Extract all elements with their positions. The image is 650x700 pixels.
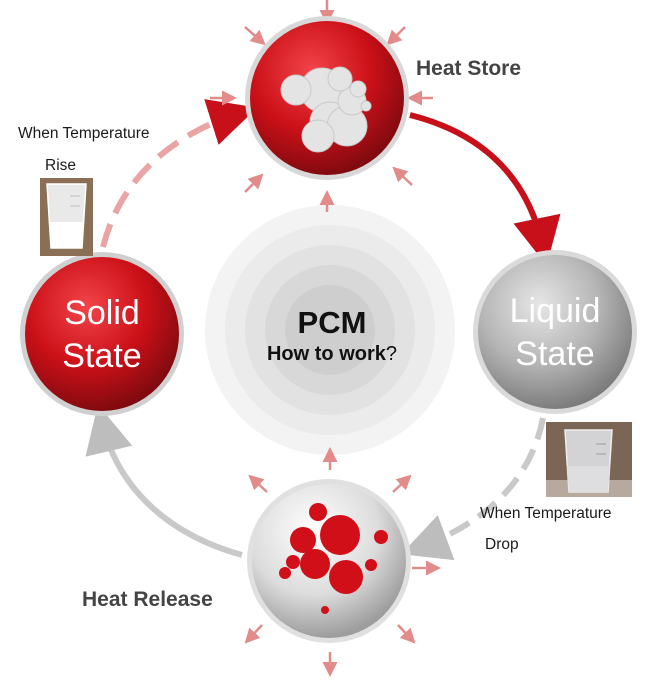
center-rings [205,205,455,455]
center-subtitle-tail: ? [385,343,397,365]
heat-release-sphere [247,479,411,643]
heat-in-arrows [210,0,433,212]
arrow-store-to-liquid [409,112,561,266]
heat-store-sphere [245,16,409,180]
beaker-liquid-icon [546,422,632,497]
arrow-release-to-solid [85,404,243,558]
center-subtitle: How to work? [232,343,432,366]
solid-state-line1: Solid [64,294,140,332]
heat-release-label: Heat Release [82,588,213,611]
center-subtitle-bold: How to work [266,343,386,365]
liquid-state-sphere [473,250,637,414]
arrow-liquid-to-release [401,417,546,561]
heat-out-arrows [244,447,441,677]
drop-annotation-line1: When Temperature [480,505,612,522]
heat-store-label: Heat Store [416,57,522,80]
liquid-state-line2: State [515,335,595,373]
solid-state-label: Solid State [17,292,187,378]
rise-annotation-line2: Rise [45,157,77,174]
solid-state-sphere [20,252,184,416]
rise-annotation-line1: When Temperature [18,125,150,142]
liquid-state-label: Liquid State [470,290,640,376]
beaker-solid-icon [40,178,93,256]
liquid-state-line1: Liquid [509,292,601,330]
solid-state-line2: State [62,337,142,375]
center-title: PCM [297,305,367,340]
drop-annotation-line2: Drop [485,536,519,553]
